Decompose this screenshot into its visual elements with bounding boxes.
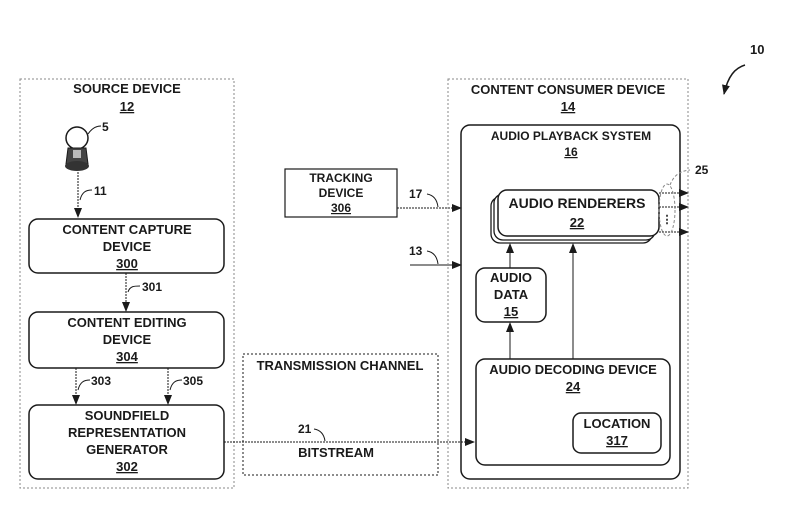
audio-playback-border <box>460 124 681 480</box>
content-capture-line2: DEVICE <box>103 239 152 254</box>
transmission-channel: TRANSMISSION CHANNEL BITSTREAM <box>242 353 439 476</box>
content-editing-line2: DEVICE <box>103 332 152 347</box>
audio-playback-ref: 16 <box>564 145 578 159</box>
edge-303-label: 303 <box>91 374 111 388</box>
edge-303-leader <box>77 379 91 391</box>
tracking-ref: 306 <box>331 201 351 215</box>
content-capture-line1: CONTENT CAPTURE <box>62 222 192 237</box>
soundfield-line3: GENERATOR <box>86 442 168 457</box>
renderer-outputs-ref: 25 <box>695 163 709 177</box>
audio-data-line1: AUDIO <box>490 270 532 285</box>
bitstream-leader <box>313 428 326 442</box>
audio-decoding-title: AUDIO DECODING DEVICE <box>489 362 657 377</box>
content-editing-ref: 304 <box>116 349 138 364</box>
content-consumer-ref: 14 <box>561 99 576 114</box>
content-consumer-border <box>447 78 689 489</box>
source-device-border <box>19 78 235 489</box>
audio-playback-system: AUDIO PLAYBACK SYSTEM 16 <box>460 124 681 480</box>
audio-data: AUDIO DATA 15 <box>475 267 547 323</box>
renderer-stack-1 <box>497 189 660 237</box>
signal-11-label: 11 <box>94 184 107 198</box>
content-consumer-device: CONTENT CONSUMER DEVICE 14 <box>447 78 689 489</box>
edge-305-label: 305 <box>183 374 203 388</box>
edge-301-label: 301 <box>142 280 162 294</box>
soundfield-line2: REPRESENTATION <box>68 425 186 440</box>
audio-playback-title: AUDIO PLAYBACK SYSTEM <box>491 129 651 143</box>
soundfield-line1: SOUNDFIELD <box>85 408 170 423</box>
input-13-leader <box>426 250 439 265</box>
figure-ref-10: 10 <box>722 42 764 95</box>
source-device-container: SOURCE DEVICE 12 <box>19 78 235 489</box>
audio-decoding-ref: 24 <box>566 379 581 394</box>
soundfield-ref: 302 <box>116 459 138 474</box>
input-13-label: 13 <box>409 244 423 258</box>
audio-data-line2: DATA <box>494 287 529 302</box>
tracking-line1: TRACKING <box>309 171 372 185</box>
soundfield-representation-generator: SOUNDFIELD REPRESENTATION GENERATOR 302 <box>28 404 225 480</box>
content-capture-device: CONTENT CAPTURE DEVICE 300 <box>28 218 225 274</box>
edge-305-leader <box>169 379 183 391</box>
microphone-icon <box>65 126 89 171</box>
audio-data-ref: 15 <box>504 304 518 319</box>
transmission-channel-border <box>242 353 439 476</box>
bitstream-label: BITSTREAM <box>298 445 374 460</box>
source-device-ref: 12 <box>120 99 134 114</box>
audio-renderers-ref: 22 <box>570 215 584 230</box>
figure-ref-label: 10 <box>750 42 764 57</box>
signal-11-leader <box>79 189 93 201</box>
content-editing-line1: CONTENT EDITING <box>67 315 186 330</box>
location-box: LOCATION 317 <box>572 412 662 454</box>
mic-ref-leader <box>87 125 102 135</box>
renderer-outputs-group <box>658 183 676 237</box>
content-editing-device: CONTENT EDITING DEVICE 304 <box>28 311 225 369</box>
tracking-signal-label: 17 <box>409 187 423 201</box>
figure-ref-arrow-icon <box>722 64 746 95</box>
edge-301-leader <box>127 285 141 293</box>
renderer-outputs-leader <box>669 169 691 186</box>
mic-ref-label: 5 <box>102 120 109 134</box>
transmission-channel-title: TRANSMISSION CHANNEL <box>257 358 424 373</box>
bitstream-ref-label: 21 <box>298 422 312 436</box>
content-capture-ref: 300 <box>116 256 138 271</box>
audio-renderers-title: AUDIO RENDERERS <box>509 195 646 211</box>
content-consumer-title: CONTENT CONSUMER DEVICE <box>471 82 666 97</box>
location-title: LOCATION <box>584 416 651 431</box>
tracking-device: TRACKING DEVICE 306 <box>284 168 398 218</box>
tracking-signal-leader <box>426 193 439 208</box>
tracking-line2: DEVICE <box>319 186 364 200</box>
renderer-outputs-ellipsis: ⋮ <box>662 214 673 226</box>
location-ref: 317 <box>606 433 628 448</box>
source-device-title: SOURCE DEVICE <box>73 81 181 96</box>
audio-renderers: AUDIO RENDERERS 22 <box>490 189 660 244</box>
